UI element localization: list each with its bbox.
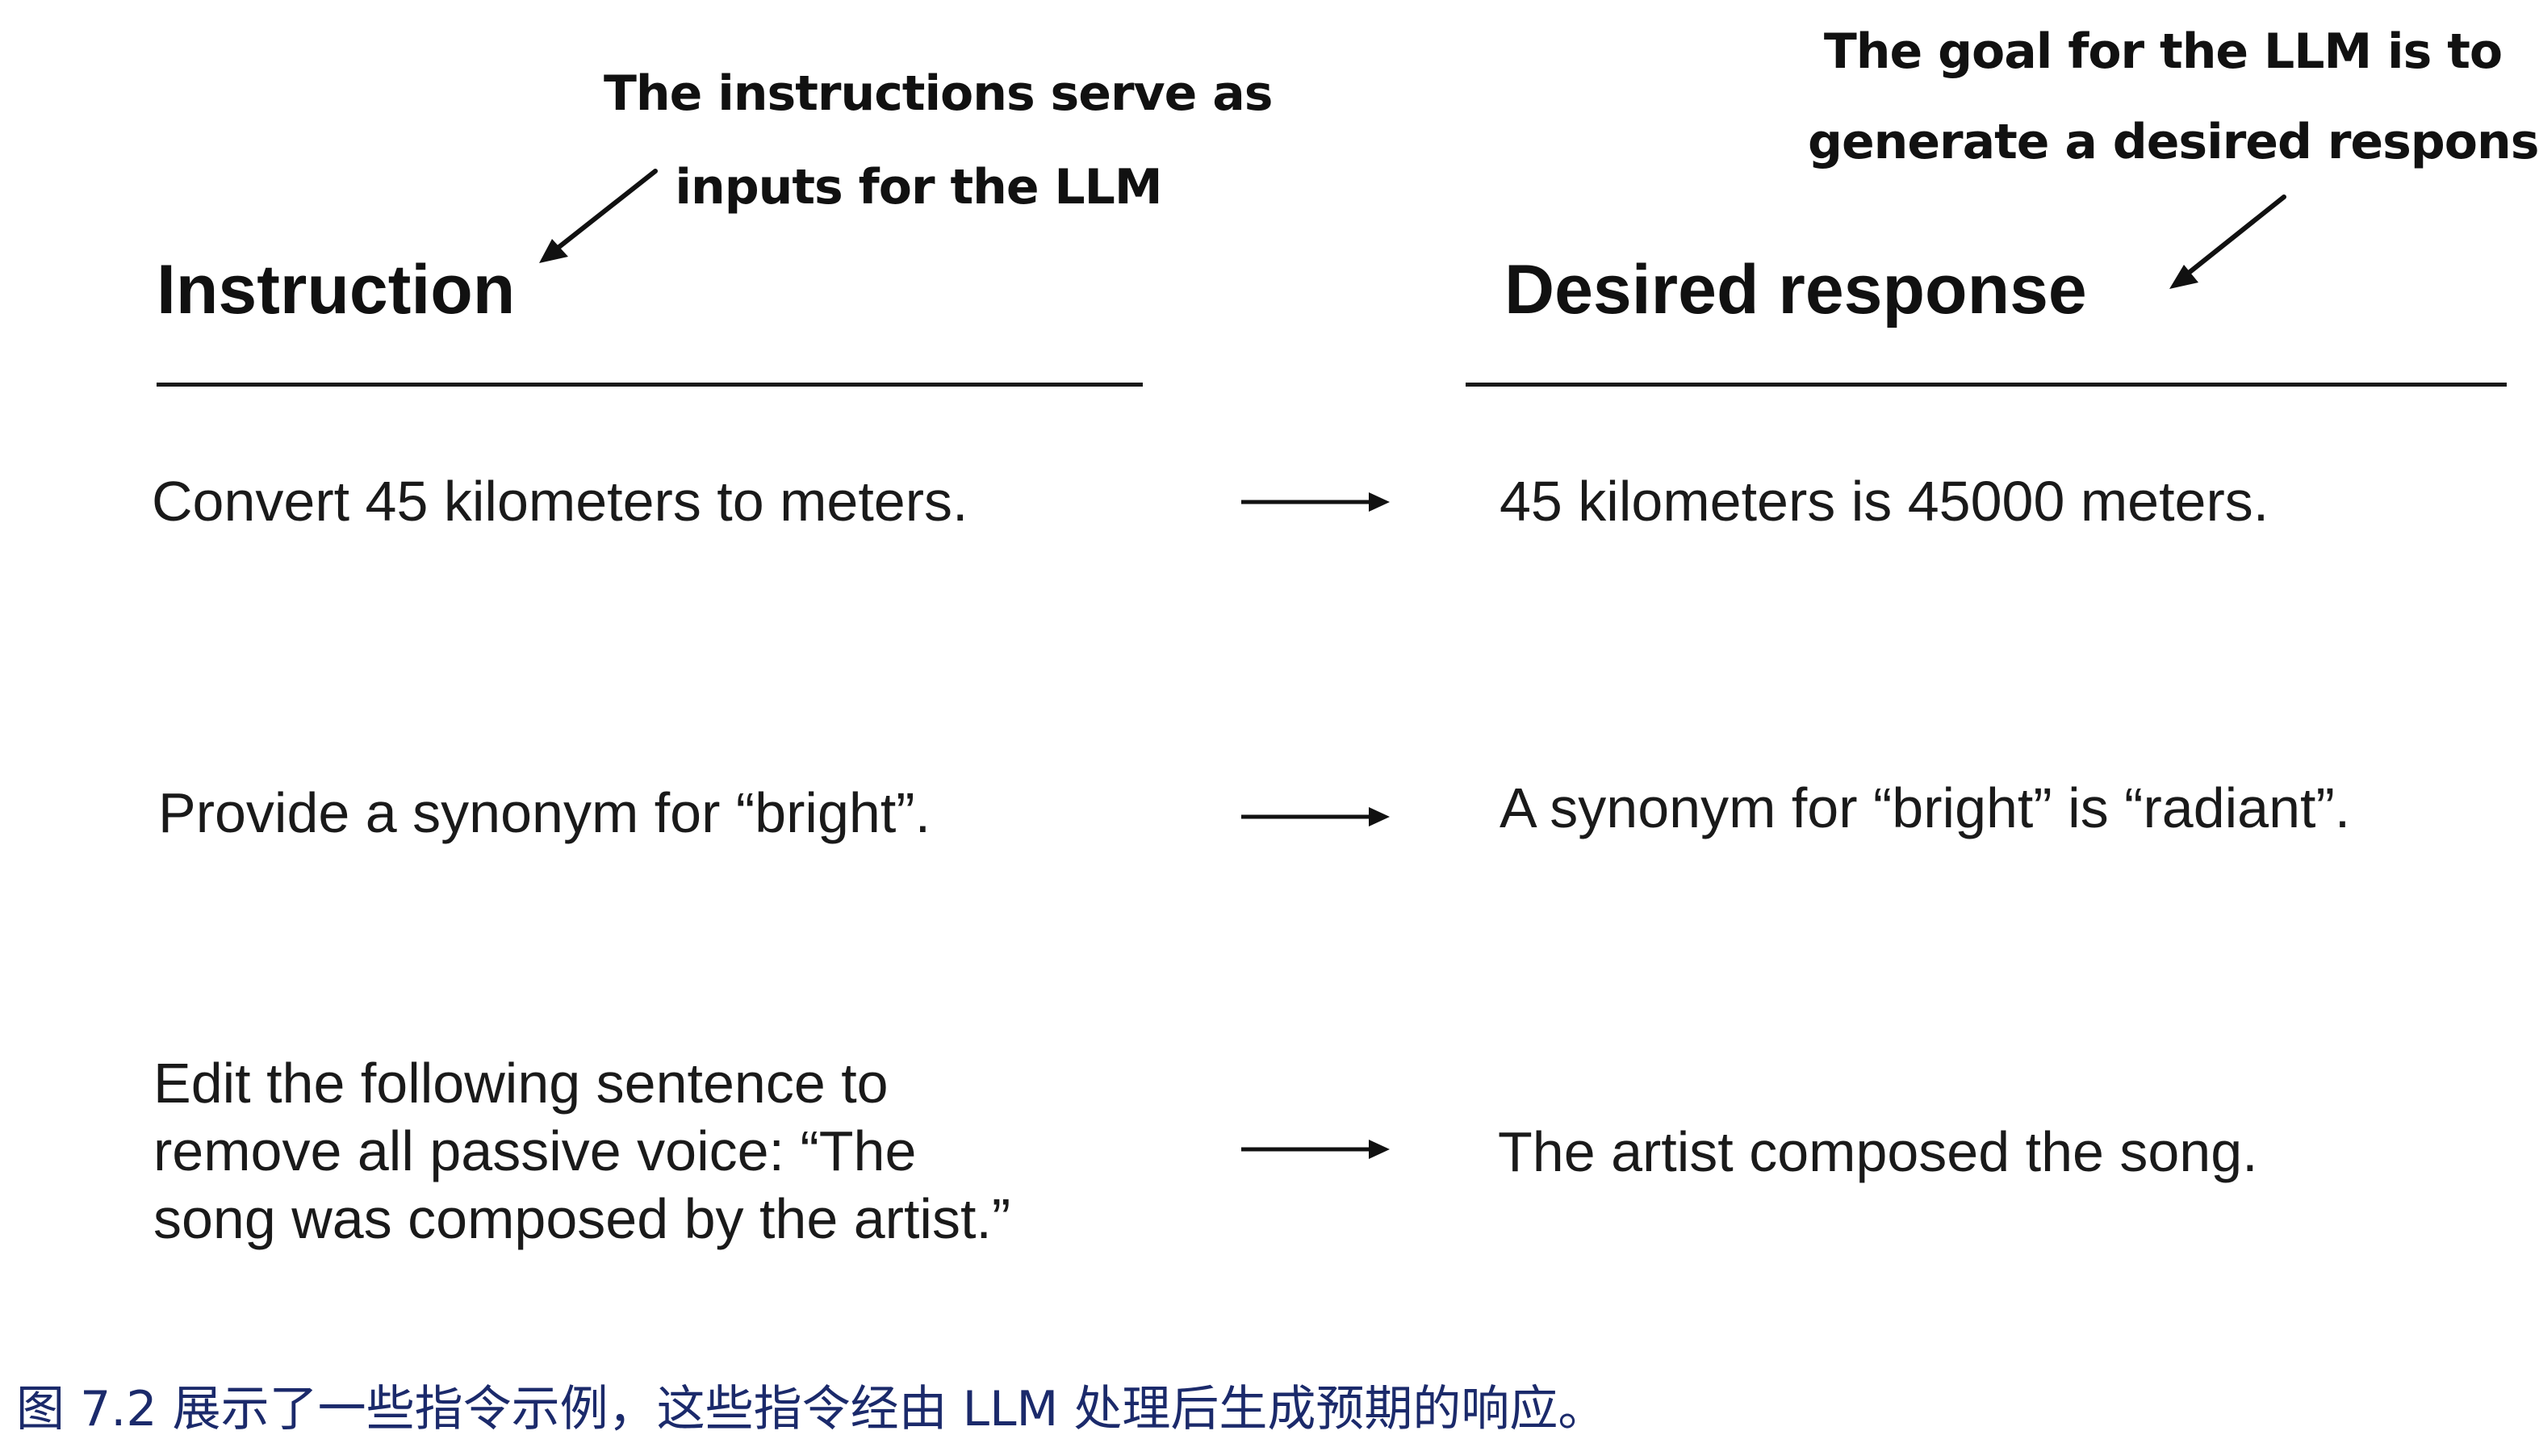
instruction-heading: Instruction (157, 251, 516, 328)
response-heading-rule (1466, 383, 2507, 387)
row-2-arrow-icon (1241, 807, 1390, 826)
row-1-arrow-icon (1241, 492, 1390, 512)
annotation-arrow-left (539, 169, 658, 263)
annotation-arrow-right (2169, 195, 2286, 289)
instruction-annotation-line1: The instructions serve as (604, 65, 1273, 122)
response-annotation: The goal for the LLM is to generate a de… (1808, 23, 2539, 170)
caption-bar (0, 1372, 2470, 1456)
desired-response-heading: Desired response (1504, 251, 2087, 328)
response-row-3: The artist composed the song. (1498, 1120, 2258, 1183)
response-row-1: 45 kilometers is 45000 meters. (1500, 470, 2269, 533)
instruction-annotation-line2: inputs for the LLM (675, 159, 1162, 215)
row-3-arrow-icon (1241, 1140, 1390, 1159)
instruction-row-3: Edit the following sentence to remove al… (153, 1052, 1011, 1250)
response-row-2: A synonym for “bright” is “radiant”. (1500, 776, 2351, 839)
instruction-row-1: Convert 45 kilometers to meters. (152, 470, 968, 533)
response-annotation-line1: The goal for the LLM is to (1823, 23, 2503, 80)
figure-caption: 图 7.2 展示了一些指令示例，这些指令经由 LLM 处理后生成预期的响应。 (16, 1381, 1607, 1437)
instruction-annotation: The instructions serve as inputs for the… (604, 65, 1273, 215)
instruction-heading-rule (157, 383, 1143, 387)
response-annotation-line2: generate a desired response (1808, 114, 2539, 170)
instruction-row-2: Provide a synonym for “bright”. (158, 781, 931, 844)
